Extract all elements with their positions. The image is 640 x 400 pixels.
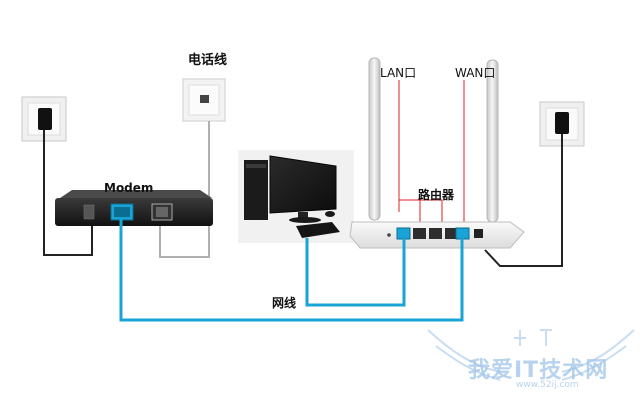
monitor [269, 155, 337, 214]
ethernet-cable-pc-router [305, 238, 406, 307]
phone-cable [159, 121, 210, 258]
lan-port-2 [413, 228, 426, 239]
power-cable-right [484, 134, 563, 267]
phone-line-label: 电话线 [188, 53, 228, 68]
router-power-port [474, 229, 483, 238]
watermark-text: 我爱IT技术网 [468, 358, 609, 383]
mouse [325, 211, 335, 217]
wan-port [455, 227, 470, 240]
watermark-url: www.52ij.com [516, 380, 579, 390]
antenna-left [368, 57, 381, 221]
keyboard [296, 222, 340, 238]
router-label: 路由器 [418, 188, 455, 202]
modem [55, 190, 213, 226]
lan-port-4 [445, 228, 458, 239]
wan-port-label: WAN口 [455, 66, 496, 80]
power-cable-left [43, 130, 93, 256]
lan-port-3 [429, 228, 442, 239]
modem-label: Modem [104, 181, 154, 195]
network-cable-label: 网线 [272, 296, 297, 310]
phone-jack [182, 78, 226, 122]
watermark-logo [427, 329, 635, 381]
router [349, 221, 525, 249]
lan-port-label: LAN口 [380, 66, 417, 80]
lan-port-1 [396, 227, 411, 240]
computer-image [238, 150, 354, 243]
ethernet-cable-modem-router [119, 218, 464, 322]
power-outlet-left [21, 96, 67, 142]
antenna-right [486, 59, 499, 223]
